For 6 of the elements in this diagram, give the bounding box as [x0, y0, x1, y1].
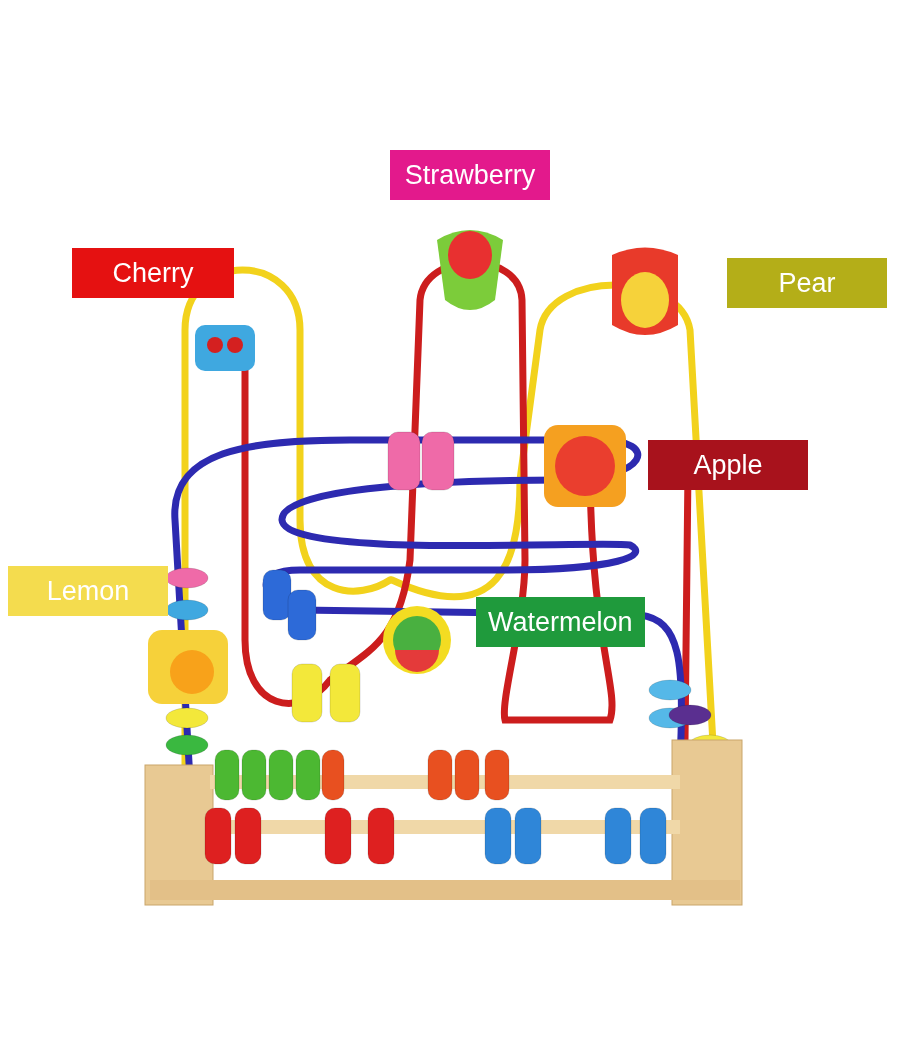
fruit-label: Apple	[648, 440, 808, 490]
fruit-label: Strawberry	[390, 150, 550, 200]
fruit-label: Lemon	[8, 566, 168, 616]
fruit-label: Cherry	[72, 248, 234, 298]
fruit-label: Watermelon	[476, 597, 645, 647]
fruit-label: Pear	[727, 258, 887, 308]
